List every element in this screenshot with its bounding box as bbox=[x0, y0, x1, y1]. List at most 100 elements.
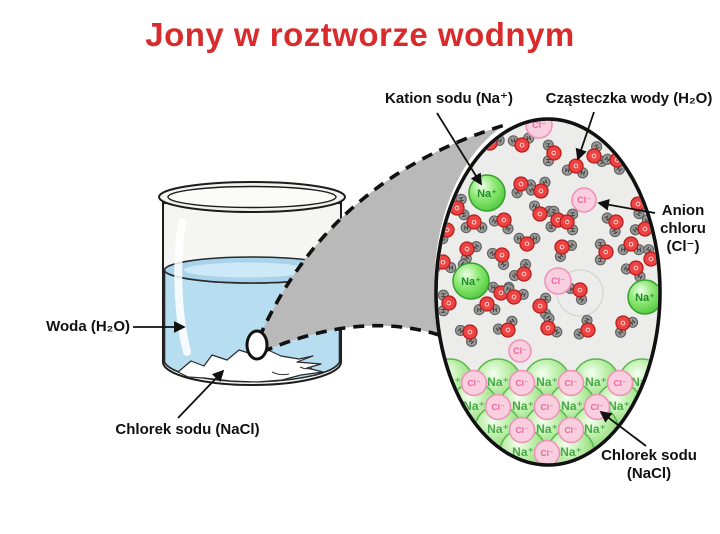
svg-text:H: H bbox=[645, 245, 653, 254]
label-kation-sodu: Kation sodu (Na⁺) bbox=[385, 90, 513, 107]
label-chlorek-sodu-beaker: Chlorek sodu (NaCl) bbox=[115, 421, 260, 438]
svg-text:H: H bbox=[463, 255, 472, 263]
svg-text:Cl⁻: Cl⁻ bbox=[565, 425, 578, 435]
label-chlorek-sodu-crystal: Chlorek sodu (NaCl) bbox=[578, 447, 720, 483]
svg-text:O: O bbox=[632, 264, 640, 273]
svg-text:O: O bbox=[454, 205, 462, 211]
svg-text:Na⁺: Na⁺ bbox=[536, 375, 558, 389]
label-woda: Woda (H₂O) bbox=[46, 318, 130, 335]
svg-text:H: H bbox=[621, 247, 626, 254]
svg-text:H: H bbox=[568, 242, 576, 250]
svg-text:H: H bbox=[566, 285, 574, 293]
page-title: Jony w roztworze wodnym bbox=[145, 16, 575, 53]
svg-text:H: H bbox=[510, 136, 516, 144]
svg-text:H: H bbox=[473, 243, 482, 251]
svg-text:O: O bbox=[619, 319, 627, 328]
molecule-layer: HHOHHOHHOHHOHHOHHOHHOHHOHHOHHOHHOHHOHHOH… bbox=[438, 120, 658, 463]
svg-text:O: O bbox=[440, 259, 445, 266]
svg-text:Na⁺: Na⁺ bbox=[487, 422, 509, 436]
label-anion-line3: (Cl⁻) bbox=[666, 238, 700, 255]
svg-text:H: H bbox=[499, 261, 507, 269]
svg-text:O: O bbox=[519, 140, 525, 148]
svg-text:H: H bbox=[504, 225, 512, 234]
svg-text:H: H bbox=[541, 177, 549, 186]
svg-text:H: H bbox=[491, 283, 496, 290]
label-anion-line2: chloru bbox=[660, 220, 706, 237]
svg-text:H: H bbox=[439, 308, 446, 313]
svg-text:H: H bbox=[553, 328, 562, 336]
svg-text:H: H bbox=[545, 314, 554, 322]
svg-text:H: H bbox=[477, 307, 482, 314]
svg-text:O: O bbox=[498, 289, 503, 296]
arrow-chlorek-beaker bbox=[177, 369, 225, 419]
svg-text:H: H bbox=[615, 166, 623, 175]
svg-text:O: O bbox=[611, 218, 620, 226]
svg-text:Na⁺: Na⁺ bbox=[561, 399, 583, 413]
svg-text:Na⁺: Na⁺ bbox=[463, 399, 485, 413]
svg-text:O: O bbox=[583, 326, 592, 334]
sample-ring bbox=[245, 329, 269, 361]
svg-text:Na⁺: Na⁺ bbox=[461, 276, 481, 288]
svg-text:Na⁺: Na⁺ bbox=[560, 445, 582, 459]
label-chlorek-crystal-line1: Chlorek sodu bbox=[601, 447, 697, 464]
svg-text:O: O bbox=[471, 219, 476, 226]
svg-text:H: H bbox=[636, 273, 644, 282]
svg-text:O: O bbox=[465, 328, 474, 337]
svg-text:H: H bbox=[488, 250, 496, 258]
svg-text:Cl⁻: Cl⁻ bbox=[516, 378, 529, 388]
svg-text:O: O bbox=[511, 292, 518, 300]
svg-text:Na⁺: Na⁺ bbox=[584, 422, 606, 436]
svg-text:H: H bbox=[492, 307, 497, 314]
svg-text:Na⁺: Na⁺ bbox=[608, 399, 630, 413]
svg-text:O: O bbox=[591, 152, 599, 159]
svg-text:H: H bbox=[520, 289, 527, 297]
magnifier-cone bbox=[245, 123, 506, 361]
label-chlorek-crystal-line2: (NaCl) bbox=[626, 465, 672, 482]
svg-text:Cl⁻: Cl⁻ bbox=[532, 120, 546, 130]
svg-text:H: H bbox=[494, 324, 502, 333]
svg-text:H: H bbox=[596, 242, 603, 247]
svg-text:H: H bbox=[629, 318, 637, 327]
beaker bbox=[158, 181, 346, 386]
svg-text:O: O bbox=[628, 241, 633, 248]
svg-text:H: H bbox=[602, 215, 611, 223]
svg-text:H: H bbox=[525, 134, 531, 142]
svg-text:Cl⁻: Cl⁻ bbox=[468, 378, 481, 388]
svg-text:H: H bbox=[544, 143, 551, 148]
svg-text:H: H bbox=[517, 234, 522, 241]
svg-text:O: O bbox=[602, 249, 609, 254]
svg-text:O: O bbox=[484, 301, 489, 308]
svg-text:Na⁺: Na⁺ bbox=[512, 445, 534, 459]
svg-text:H: H bbox=[496, 135, 503, 143]
svg-text:H: H bbox=[557, 253, 565, 261]
svg-text:H: H bbox=[544, 158, 551, 163]
svg-text:H: H bbox=[610, 228, 619, 236]
glass-highlight bbox=[174, 218, 191, 356]
cone-fill bbox=[259, 125, 505, 352]
svg-text:H: H bbox=[448, 265, 453, 272]
svg-text:H: H bbox=[596, 257, 603, 262]
label-anion-chloru: Anion chloru (Cl⁻) bbox=[648, 202, 718, 256]
svg-text:Na⁺: Na⁺ bbox=[536, 422, 558, 436]
water-surface-highlight bbox=[184, 262, 310, 278]
svg-text:Cl⁻: Cl⁻ bbox=[565, 378, 578, 388]
svg-text:O: O bbox=[634, 200, 643, 208]
svg-text:H: H bbox=[479, 225, 484, 232]
beaker-rim-inner bbox=[167, 185, 337, 209]
svg-text:H: H bbox=[458, 196, 466, 202]
svg-text:H: H bbox=[546, 224, 554, 230]
svg-text:H: H bbox=[514, 189, 522, 198]
svg-text:Cl⁻: Cl⁻ bbox=[516, 425, 529, 435]
svg-text:H: H bbox=[521, 260, 529, 268]
svg-text:H: H bbox=[582, 316, 591, 324]
svg-text:H: H bbox=[505, 284, 512, 292]
svg-text:H: H bbox=[564, 167, 570, 175]
svg-text:O: O bbox=[558, 243, 567, 252]
svg-text:Cl⁻: Cl⁻ bbox=[541, 448, 554, 458]
svg-text:Cl⁻: Cl⁻ bbox=[591, 402, 604, 412]
lens-border bbox=[434, 117, 662, 467]
svg-text:O: O bbox=[575, 286, 584, 295]
svg-text:H: H bbox=[570, 227, 577, 232]
svg-text:H: H bbox=[543, 296, 550, 301]
